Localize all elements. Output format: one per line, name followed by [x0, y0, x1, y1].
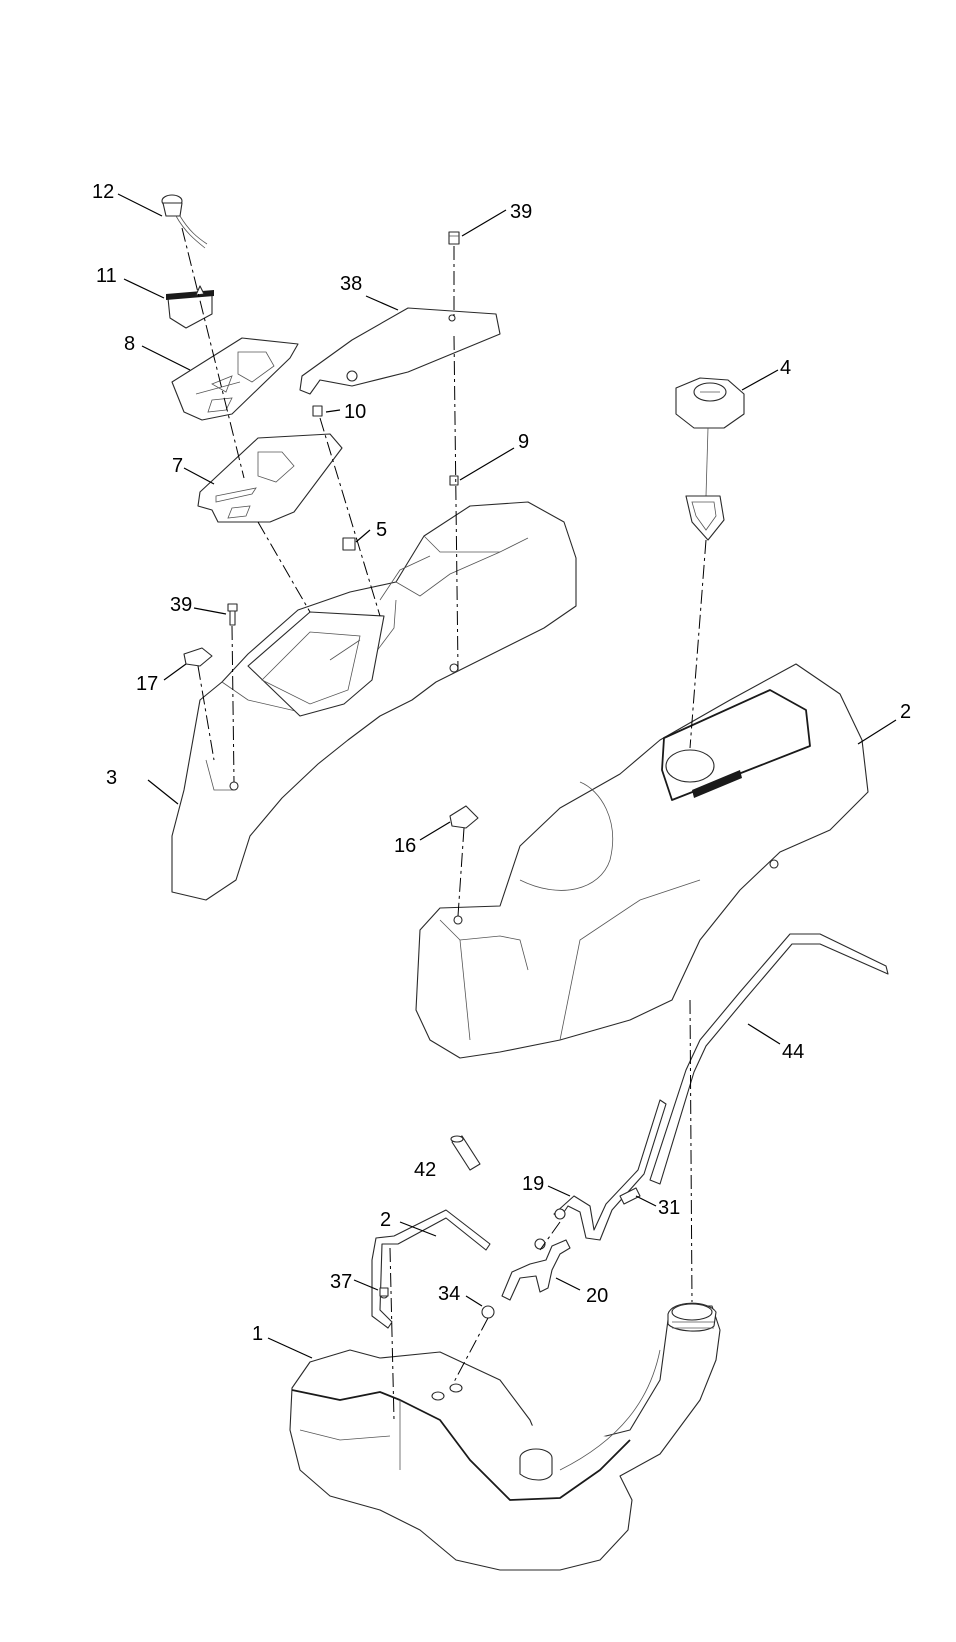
callout-16: 16 — [394, 835, 416, 857]
part-44-vent-hose — [649, 933, 889, 1185]
callout-3: 3 — [106, 767, 117, 789]
part-4-tank-shroud — [415, 663, 869, 1059]
part-36-cover — [299, 307, 501, 395]
part-9-decal — [171, 337, 299, 421]
part-5-fuel-cap — [675, 377, 745, 541]
part-19-fuel-hose — [553, 1099, 667, 1241]
callout-17: 17 — [136, 673, 158, 695]
callout-10: 10 — [344, 401, 366, 423]
callout-7: 5 — [376, 519, 387, 541]
leader-lines — [117, 193, 897, 1359]
callout-38: 39 — [170, 594, 192, 616]
part-13-cable-knob — [161, 194, 208, 249]
callout-34: 34 — [438, 1283, 460, 1305]
callout-20: 20 — [586, 1285, 608, 1307]
callout-44: 44 — [782, 1041, 804, 1063]
part-31-fitting — [619, 1187, 641, 1205]
callout-labels: 12 11 8 7 39 17 3 38 39 10 9 5 4 2 16 44… — [92, 181, 911, 1345]
callout-8: 7 — [172, 455, 183, 477]
part-38-bolt — [227, 603, 238, 626]
part-11-bolt — [449, 475, 459, 486]
part-10-screw — [312, 405, 323, 417]
callout-36: 38 — [340, 273, 362, 295]
callout-2-label: 2 — [380, 1209, 391, 1231]
callout-42-label: 42 — [414, 1159, 436, 1181]
callout-37: 37 — [330, 1271, 352, 1293]
part-3-console-body — [171, 501, 577, 901]
callout-12: 11 — [96, 265, 117, 287]
callout-19: 19 — [522, 1173, 544, 1195]
callout-9: 8 — [124, 333, 135, 355]
callout-5: 4 — [780, 357, 791, 379]
callout-1: 1 — [252, 1323, 263, 1345]
part-17-pad — [183, 647, 213, 667]
part-37-screw — [379, 1287, 389, 1297]
part-39-screw — [448, 231, 460, 245]
callout-11: 9 — [518, 431, 529, 453]
callout-39: 39 — [510, 201, 532, 223]
assembly-axes — [181, 227, 707, 1421]
callout-13: 12 — [92, 181, 114, 203]
part-12-lever-bracket — [166, 285, 214, 329]
part-16-pad — [449, 805, 479, 829]
part-8-plate — [197, 433, 343, 523]
part-7-clip — [342, 537, 356, 551]
part-42-pin — [450, 1135, 481, 1171]
part-1-fuel-tank — [289, 1302, 721, 1571]
part-20-fuel-hose — [501, 1239, 571, 1301]
callout-4: 2 — [900, 701, 911, 723]
callout-31: 31 — [658, 1197, 680, 1219]
